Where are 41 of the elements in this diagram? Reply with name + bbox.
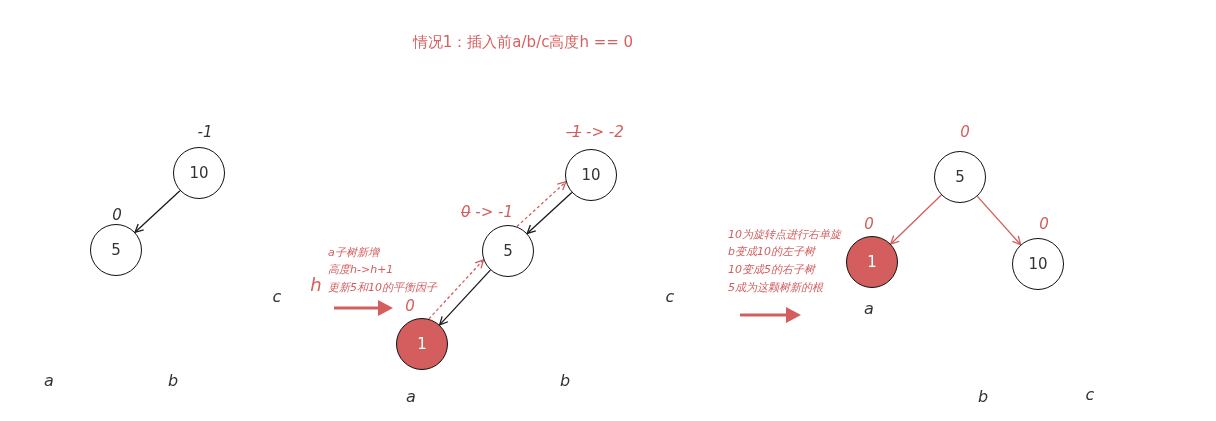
arrow — [134, 190, 181, 233]
tree-node: 5 — [90, 224, 142, 276]
subtree-label: c — [272, 287, 282, 307]
balance-factor-label: 0 — [112, 206, 122, 224]
note-text: 高度h->h+1 — [328, 263, 394, 277]
balance-factor-label: -1 -> -2 — [566, 123, 624, 141]
balance-factor-label: 0 — [864, 215, 874, 233]
tree-node: 10 — [565, 149, 617, 201]
tree-node: 1 — [396, 318, 448, 370]
dashed-arrow — [516, 181, 567, 228]
subtree-label: b — [977, 387, 989, 407]
tree-node: 1 — [846, 236, 898, 288]
balance-factor-label: -1 — [197, 123, 213, 141]
height-label: h — [310, 274, 322, 296]
balance-factor-label: 0 — [960, 123, 970, 141]
tree-node: 10 — [173, 147, 225, 199]
arrow — [526, 191, 573, 235]
note-text: 更新5和10的平衡因子 — [328, 281, 437, 295]
subtree-label: b — [167, 371, 179, 391]
balance-factor-label: 0 — [1039, 215, 1049, 233]
arrow — [439, 269, 491, 326]
balance-factor-label: 0 -> -1 — [461, 203, 513, 221]
arrow — [890, 194, 942, 245]
note-text: 10变成5的右子树 — [728, 263, 815, 277]
tree-node: 5 — [482, 225, 534, 277]
subtree-label: c — [1085, 385, 1095, 405]
note-text: b变成10的左子树 — [728, 245, 815, 259]
subtree-label: b — [559, 371, 571, 391]
subtree-label: c — [665, 287, 675, 307]
subtree-label: a — [44, 371, 54, 391]
dashed-arrow — [428, 259, 485, 320]
note-text: a子树新增 — [328, 246, 379, 260]
subtree-label: a — [406, 387, 416, 407]
note-text: 10为旋转点进行右单旋 — [728, 228, 841, 242]
note-text: 5成为这颗树新的根 — [728, 281, 823, 295]
title: 情况1：插入前a/b/c高度h == 0 — [412, 33, 634, 51]
balance-factor-label: 0 — [405, 297, 415, 315]
tree-node: 10 — [1012, 238, 1064, 290]
tree-node: 5 — [934, 151, 986, 203]
subtree-label: a — [864, 299, 874, 319]
arrow — [976, 195, 1022, 246]
